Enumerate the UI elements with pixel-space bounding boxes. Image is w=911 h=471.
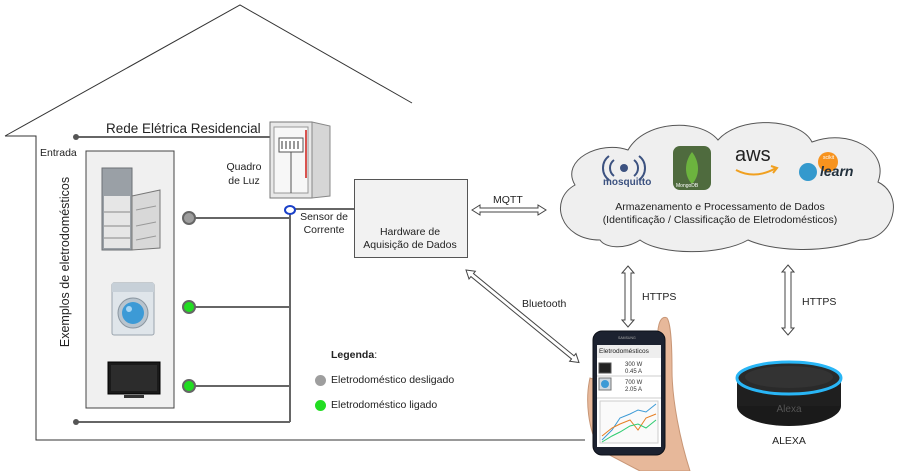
appliance-state-dot-washing-machine bbox=[182, 300, 196, 314]
scikit-learn-logo-text: learn bbox=[820, 163, 854, 179]
house-wall bbox=[5, 135, 585, 441]
panel-label-line1: Quadro bbox=[226, 161, 262, 173]
smartphone-icon bbox=[587, 316, 691, 471]
mongodb-logo-text: MongoDB bbox=[676, 183, 699, 189]
scikit-logo-prefix: scikit bbox=[823, 155, 835, 161]
entry-dot-bottom bbox=[73, 419, 79, 425]
sensor-label: Sensor de Corrente bbox=[294, 211, 354, 237]
aws-logo bbox=[735, 165, 779, 176]
hardware-label: Hardware de Aquisição de Dados bbox=[354, 226, 466, 252]
sensor-label-line2: Corrente bbox=[303, 224, 345, 236]
sensor-label-line1: Sensor de bbox=[300, 211, 348, 223]
cloud-label-line1: Armazenamento e Processamento de Dados bbox=[615, 201, 825, 213]
legend-title: Legenda bbox=[331, 349, 375, 361]
washing-machine-icon bbox=[111, 282, 155, 336]
legend-on-label: Eletrodoméstico ligado bbox=[331, 399, 438, 411]
wiring bbox=[76, 136, 354, 423]
alexa-device-text: Alexa bbox=[776, 404, 802, 415]
phone-item-2-current: 2.05 A bbox=[625, 387, 643, 393]
entry-label: Entrada bbox=[40, 147, 77, 159]
mongodb-logo bbox=[673, 146, 711, 190]
appliance-state-dot-television bbox=[182, 379, 196, 393]
house-outline bbox=[4, 4, 413, 137]
legend-on-dot bbox=[315, 400, 326, 411]
phone-item-1-current: 0.45 A bbox=[625, 369, 643, 375]
mosquitto-logo-text: mosquitto bbox=[603, 177, 652, 188]
legend-title-suffix: : bbox=[374, 349, 378, 361]
current-sensor-icon bbox=[284, 205, 296, 215]
cloud-label-line2: (Identificação / Classificação de Eletro… bbox=[602, 214, 838, 226]
television-icon bbox=[107, 361, 161, 398]
hardware-label-line1: Hardware de bbox=[379, 226, 441, 238]
cloud-shape bbox=[559, 122, 894, 253]
hardware-box bbox=[354, 179, 468, 258]
aws-logo-text: aws bbox=[735, 144, 771, 166]
cloud-label: Armazenamento e Processamento de Dados (… bbox=[560, 201, 880, 227]
network-title: Rede Elétrica Residencial bbox=[106, 121, 261, 136]
bluetooth-label: Bluetooth bbox=[522, 298, 567, 310]
scikit-learn-logo bbox=[799, 152, 838, 181]
phone-item-1-power: 300 W bbox=[625, 362, 643, 368]
https-phone-label: HTTPS bbox=[642, 291, 677, 303]
mosquitto-logo bbox=[602, 155, 646, 181]
alexa-device-icon bbox=[735, 360, 843, 426]
arrow-https-alexa bbox=[780, 264, 796, 336]
entry-dot-top bbox=[73, 134, 79, 140]
legend-off-label: Eletrodoméstico desligado bbox=[331, 374, 455, 386]
hardware-label-line2: Aquisição de Dados bbox=[363, 239, 457, 251]
legend-title-wrap: Legenda: bbox=[331, 349, 377, 361]
panel-label: Quadro de Luz bbox=[214, 160, 274, 188]
alexa-label: ALEXA bbox=[772, 435, 806, 447]
legend-off-dot bbox=[315, 375, 326, 386]
panel-label-line2: de Luz bbox=[228, 175, 260, 187]
refrigerator-icon bbox=[101, 167, 161, 251]
electrical-panel-icon bbox=[269, 121, 331, 199]
arrow-bluetooth bbox=[465, 269, 580, 364]
arrow-https-phone bbox=[620, 265, 636, 328]
arrow-mqtt bbox=[471, 204, 547, 216]
https-alexa-label: HTTPS bbox=[802, 296, 837, 308]
phone-item-2-power: 700 W bbox=[625, 380, 643, 386]
phone-brand: SAMSUNG bbox=[618, 336, 636, 340]
appliances-axis-label: Exemplos de eletrodomésticos bbox=[58, 176, 72, 348]
phone-app-title: Eletrodomésticos bbox=[599, 348, 649, 355]
mqtt-label: MQTT bbox=[493, 194, 523, 206]
appliance-state-dot-refrigerator bbox=[182, 211, 196, 225]
